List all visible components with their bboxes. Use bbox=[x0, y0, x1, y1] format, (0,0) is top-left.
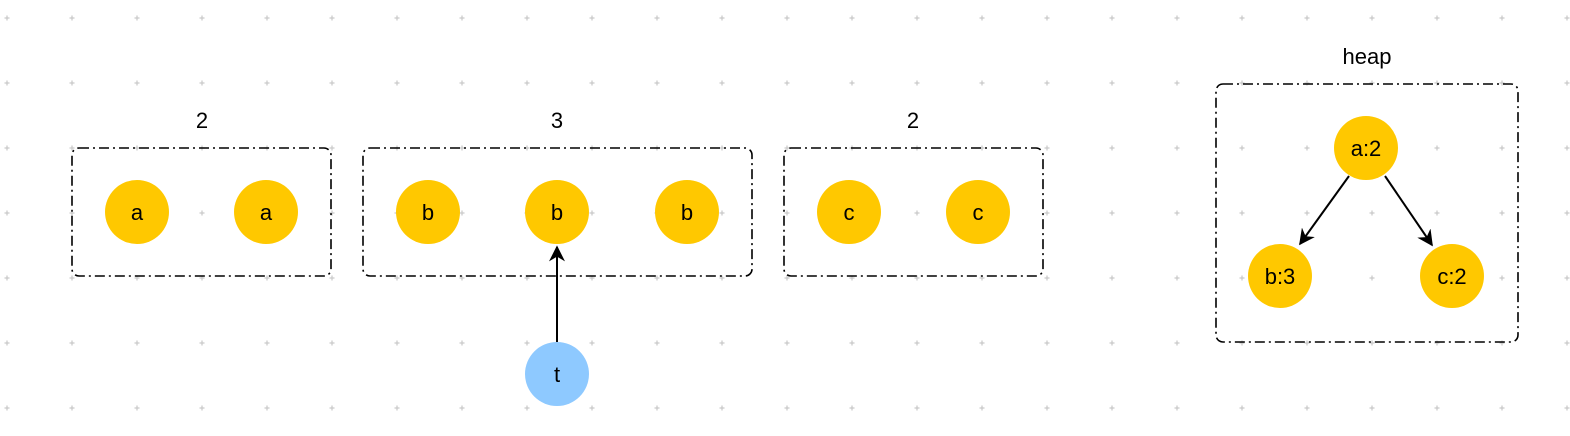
pointer-t: t bbox=[525, 245, 589, 406]
heap-right-label: c:2 bbox=[1437, 264, 1466, 289]
node-a-1-label: a bbox=[131, 200, 144, 225]
heap-root-label: a:2 bbox=[1351, 136, 1382, 161]
heap-left-node[interactable] bbox=[1248, 244, 1312, 308]
group-a-count: 2 bbox=[196, 108, 208, 133]
heap-title: heap bbox=[1343, 44, 1392, 69]
group-b-box bbox=[362, 147, 753, 277]
node-b-2-label: b bbox=[551, 200, 563, 225]
node-a-1[interactable] bbox=[105, 180, 169, 244]
node-c-2[interactable] bbox=[946, 180, 1010, 244]
heap-edge-left bbox=[1299, 175, 1350, 246]
node-b-1-label: b bbox=[422, 200, 434, 225]
group-a: 2 a a bbox=[71, 108, 332, 277]
heap-edge-right bbox=[1384, 175, 1433, 247]
node-a-2-label: a bbox=[260, 200, 273, 225]
node-c-2-label: c bbox=[973, 200, 984, 225]
group-b: 3 b b b bbox=[362, 108, 753, 277]
group-c-count: 2 bbox=[907, 108, 919, 133]
group-c-box bbox=[783, 147, 1044, 277]
node-b-2[interactable] bbox=[525, 180, 589, 244]
node-b-3-label: b bbox=[681, 200, 693, 225]
pointer-node-label: t bbox=[554, 362, 560, 387]
heap-box bbox=[1215, 83, 1519, 343]
group-a-box bbox=[71, 147, 332, 277]
node-c-1[interactable] bbox=[817, 180, 881, 244]
group-b-count: 3 bbox=[551, 108, 563, 133]
node-c-1-label: c bbox=[844, 200, 855, 225]
node-b-3[interactable] bbox=[655, 180, 719, 244]
node-b-1[interactable] bbox=[396, 180, 460, 244]
node-a-2[interactable] bbox=[234, 180, 298, 244]
heap-right-node[interactable] bbox=[1420, 244, 1484, 308]
heap: heap a:2 b:3 c:2 bbox=[1215, 44, 1519, 343]
pointer-node[interactable] bbox=[525, 342, 589, 406]
heap-root-node[interactable] bbox=[1334, 116, 1398, 180]
heap-left-label: b:3 bbox=[1265, 264, 1296, 289]
group-c: 2 c c bbox=[783, 108, 1044, 277]
